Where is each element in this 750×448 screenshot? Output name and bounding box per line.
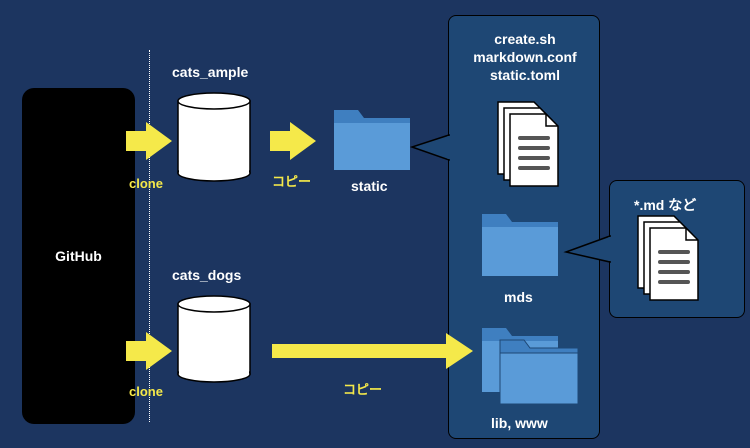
static-folder-label: static [351, 178, 388, 194]
clone-divider [149, 50, 150, 422]
file-name: markdown.conf [473, 49, 577, 65]
cats-dogs-label: cats_dogs [172, 267, 242, 283]
mds-folder-label: mds [504, 289, 533, 305]
file-name: static.toml [489, 67, 560, 83]
static-callout-pointer [409, 133, 450, 162]
github-label: GitHub [55, 248, 102, 264]
arrow-clone-ample-icon [126, 122, 172, 160]
cats-ample-repo-icon [177, 92, 251, 182]
md-files-icon [637, 215, 699, 301]
copy-lib-label: コピー [343, 382, 383, 397]
arrow-clone-dogs-icon [126, 332, 172, 370]
clone-ample-label: clone [129, 176, 163, 191]
config-file-list: create.sh markdown.conf static.toml [450, 30, 600, 84]
www-folder-icon [499, 339, 579, 405]
github-box: GitHub [22, 88, 135, 424]
static-folder-icon [334, 110, 410, 170]
mds-folder-icon [482, 214, 558, 276]
mds-callout-pointer [563, 234, 611, 263]
file-name: create.sh [494, 31, 556, 47]
clone-dogs-label: clone [129, 384, 163, 399]
md-note-label: *.md など [634, 197, 697, 213]
arrow-copy-lib-icon [272, 333, 473, 369]
cats-ample-label: cats_ample [172, 64, 249, 80]
lib-www-folder-label: lib, www [491, 415, 548, 431]
copy-static-label: コピー [272, 174, 312, 189]
config-files-icon [497, 101, 559, 187]
arrow-copy-static-icon [270, 122, 316, 160]
cats-dogs-repo-icon [177, 295, 251, 383]
